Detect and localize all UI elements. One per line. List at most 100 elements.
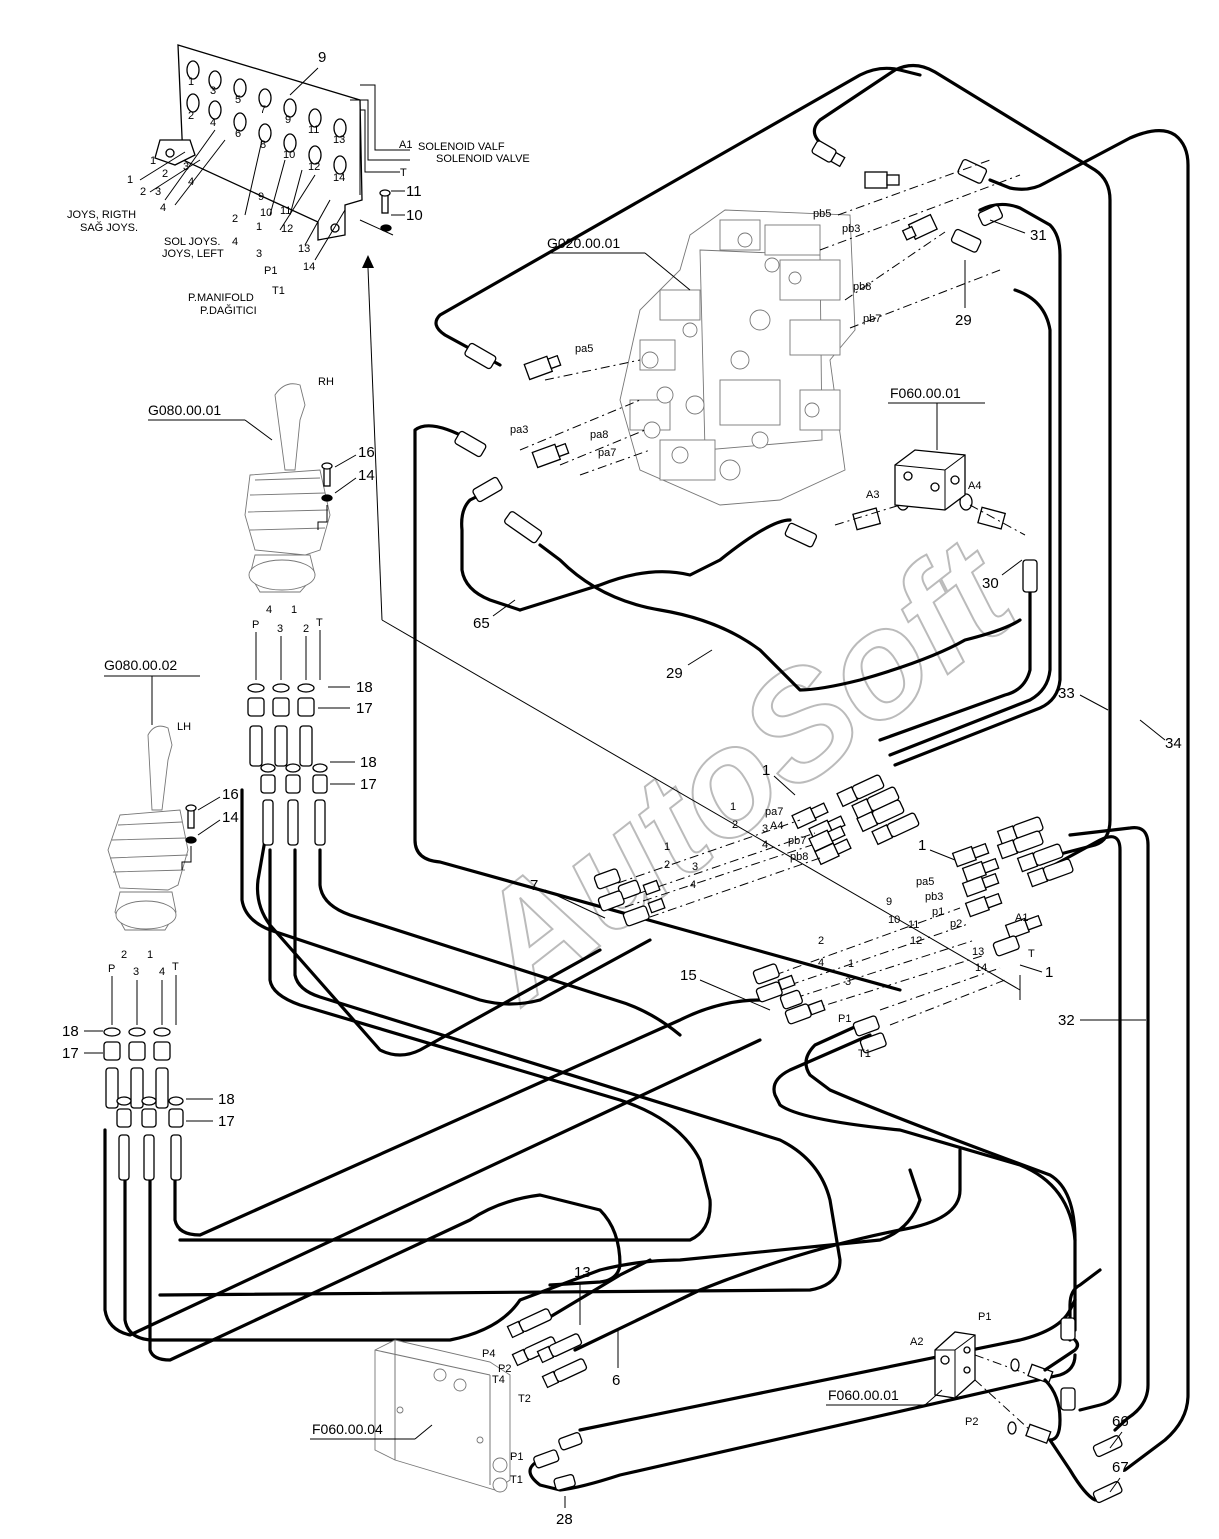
panel-b-pa5: pa5 bbox=[916, 876, 934, 888]
line-c-3: 3 bbox=[845, 976, 851, 988]
callout-1-a: 1 bbox=[762, 762, 770, 779]
ref-solenoid-block-lower: F060.00.01 bbox=[828, 1387, 899, 1403]
callout-30: 30 bbox=[982, 575, 999, 592]
ref-p-manifold: F060.00.04 bbox=[312, 1421, 383, 1437]
callout-17-lh-a: 17 bbox=[62, 1045, 79, 1062]
hose-lines bbox=[103, 63, 1190, 1492]
plate-hole-3: 3 bbox=[210, 85, 216, 97]
panel-a-pb8: pb8 bbox=[790, 851, 808, 863]
port-a3: A3 bbox=[866, 489, 879, 501]
lh-port-t: T bbox=[172, 961, 179, 973]
plate-line-1a: 1 bbox=[150, 155, 156, 167]
sag-joys-label: SAĞ JOYS. bbox=[80, 221, 138, 234]
panel-a-pa7: pa7 bbox=[765, 806, 783, 818]
manifold-t4: T4 bbox=[492, 1374, 505, 1386]
solenoid-valve-label: SOLENOID VALVE bbox=[436, 153, 530, 165]
ref-joystick-lh: G080.00.02 bbox=[104, 657, 177, 673]
joystick-right bbox=[244, 383, 333, 593]
sol-joys-label: SOL JOYS. bbox=[164, 236, 220, 248]
callout-32: 32 bbox=[1058, 1012, 1075, 1029]
line-group-b bbox=[752, 907, 1006, 1054]
joys-right-label: JOYS, RIGTH bbox=[67, 209, 136, 221]
plate-line-3a: 3 bbox=[183, 161, 189, 173]
line-a-1: 1 bbox=[730, 801, 736, 813]
callout-7: 7 bbox=[530, 877, 538, 894]
callout-17-lh-b: 17 bbox=[218, 1113, 235, 1130]
pilot-manifold bbox=[374, 1308, 588, 1493]
line-b-14: 14 bbox=[975, 962, 987, 974]
plate-line-2b: 2 bbox=[140, 186, 146, 198]
port-pb5: pb5 bbox=[813, 208, 831, 220]
plate-hole-6: 6 bbox=[235, 128, 241, 140]
plate-hole-13: 13 bbox=[333, 134, 345, 146]
line-a-3b: 3 bbox=[692, 861, 698, 873]
rh-port-p: P bbox=[252, 619, 259, 631]
callout-14-rh: 14 bbox=[358, 467, 375, 484]
line-c-2: 2 bbox=[818, 935, 824, 947]
line-c-1: 1 bbox=[848, 958, 854, 970]
lower-block-p1: P1 bbox=[978, 1311, 991, 1323]
hose-fittings bbox=[454, 140, 1038, 593]
port-pa3: pa3 bbox=[510, 424, 528, 436]
port-pa7: pa7 bbox=[598, 447, 616, 459]
line-b-12: 12 bbox=[910, 935, 922, 947]
p-dagitici-label: P.DAĞITICI bbox=[200, 304, 257, 317]
manifold-p2: P2 bbox=[498, 1363, 511, 1375]
solenoid-valf-label: SOLENOID VALF bbox=[418, 141, 505, 153]
bulkhead-fittings-b bbox=[951, 816, 1074, 957]
plate-hole-1: 1 bbox=[188, 76, 194, 88]
rh-port-3: 3 bbox=[277, 623, 283, 635]
plate-line-t1: T1 bbox=[272, 285, 285, 297]
plate-port-t: T bbox=[400, 167, 407, 179]
callout-18-lh-a: 18 bbox=[62, 1023, 79, 1040]
plate-line-4b: 4 bbox=[160, 202, 166, 214]
callout-9: 9 bbox=[318, 49, 326, 66]
line-a-3: 3 bbox=[762, 823, 768, 835]
callout-17-rh-b: 17 bbox=[360, 776, 377, 793]
line-a-4: 4 bbox=[762, 839, 768, 851]
manifold-t2: T2 bbox=[518, 1393, 531, 1405]
panel-a-pb7: pb7 bbox=[788, 835, 806, 847]
callout-13: 13 bbox=[574, 1264, 591, 1281]
mounting-plate: 1 2 3 4 5 6 7 8 9 10 11 12 13 14 bbox=[139, 44, 410, 261]
line-b-9: 9 bbox=[886, 896, 892, 908]
line-b-10: 10 bbox=[888, 914, 900, 926]
callout-18-rh-b: 18 bbox=[360, 754, 377, 771]
ref-joystick-rh: G080.00.01 bbox=[148, 402, 221, 418]
panel-b-t: T bbox=[1028, 948, 1035, 960]
plate-port-a1: A1 bbox=[399, 139, 412, 151]
line-b-11: 11 bbox=[908, 919, 919, 931]
lh-label: LH bbox=[177, 721, 191, 733]
plate-hole-2: 2 bbox=[188, 110, 194, 122]
callout-31: 31 bbox=[1030, 227, 1047, 244]
manifold-p4: P4 bbox=[482, 1348, 495, 1360]
port-pa5: pa5 bbox=[575, 343, 593, 355]
port-pb3: pb3 bbox=[842, 223, 860, 235]
plate-line-4a: 4 bbox=[188, 176, 194, 188]
joystick-left bbox=[107, 725, 197, 931]
main-control-valve bbox=[619, 209, 856, 506]
panel-c-p1: P1 bbox=[838, 1013, 851, 1025]
port-pb8: pb8 bbox=[853, 281, 871, 293]
lh-port-3: 3 bbox=[133, 966, 139, 978]
callout-18-rh-a: 18 bbox=[356, 679, 373, 696]
plate-line-3b: 3 bbox=[155, 186, 161, 198]
ref-valve-block: G020.00.01 bbox=[547, 235, 620, 251]
plate-line-2a: 2 bbox=[162, 168, 168, 180]
plate-line-1c: 1 bbox=[256, 221, 262, 233]
plate-line-3c: 3 bbox=[256, 248, 262, 260]
panel-c-t1: T1 bbox=[858, 1048, 871, 1060]
watermark: AutoSoft bbox=[436, 505, 1046, 1033]
bulkhead-fittings-a bbox=[791, 774, 920, 866]
port-centerlines bbox=[519, 159, 1026, 536]
plate-hole-4: 4 bbox=[210, 117, 216, 129]
plate-holes bbox=[186, 60, 347, 175]
callout-15: 15 bbox=[680, 967, 697, 984]
lower-block-a2: A2 bbox=[910, 1336, 923, 1348]
lh-port-4: 4 bbox=[159, 966, 165, 978]
callout-28: 28 bbox=[556, 1511, 573, 1528]
plate-line-14: 14 bbox=[303, 261, 315, 273]
plate-line-4c: 4 bbox=[232, 236, 238, 248]
callout-1-c: 1 bbox=[1045, 964, 1053, 981]
